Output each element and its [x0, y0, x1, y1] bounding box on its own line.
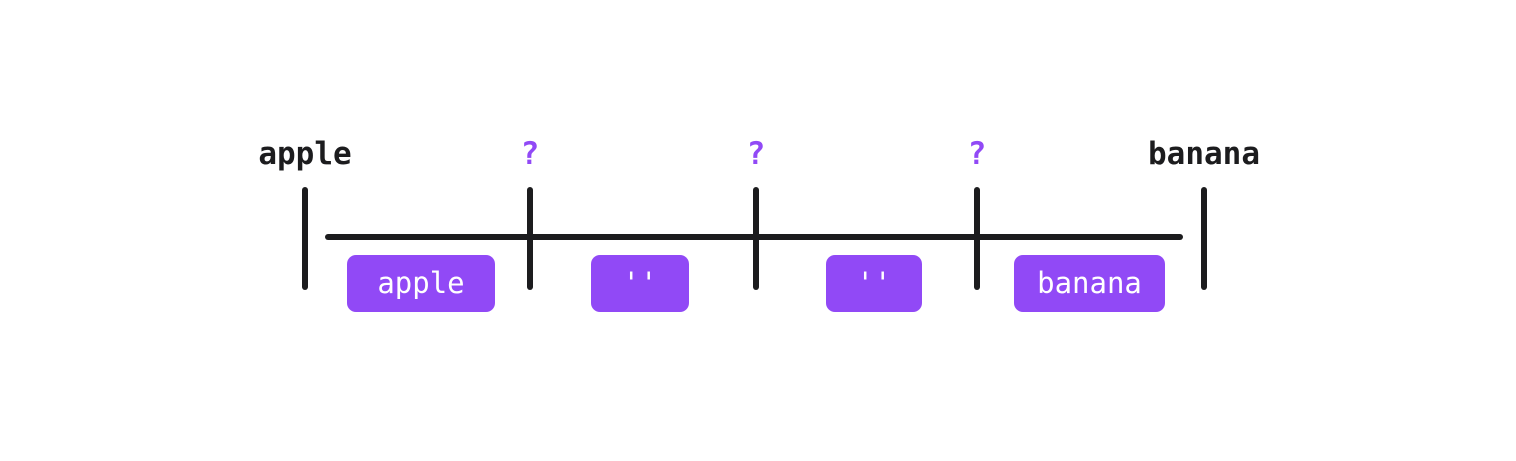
tick-mark-0 — [302, 187, 308, 290]
value-box-text: banana — [1037, 266, 1142, 300]
value-box-text: '' — [622, 266, 658, 300]
value-box-1: '' — [591, 255, 689, 312]
endpoint-label-apple: apple — [258, 136, 352, 172]
value-box-0: apple — [347, 255, 495, 312]
value-box-2: '' — [826, 255, 922, 312]
tick-mark-4 — [1201, 187, 1207, 290]
unknown-gap-label-3: ? — [967, 136, 987, 172]
unknown-gap-label-2: ? — [746, 136, 766, 172]
tick-mark-2 — [753, 187, 759, 290]
value-box-text: '' — [856, 266, 892, 300]
endpoint-label-banana: banana — [1148, 136, 1260, 172]
value-box-text: apple — [377, 266, 465, 300]
unknown-gap-label-1: ? — [520, 136, 540, 172]
tick-mark-3 — [974, 187, 980, 290]
tick-mark-1 — [527, 187, 533, 290]
value-box-3: banana — [1014, 255, 1165, 312]
